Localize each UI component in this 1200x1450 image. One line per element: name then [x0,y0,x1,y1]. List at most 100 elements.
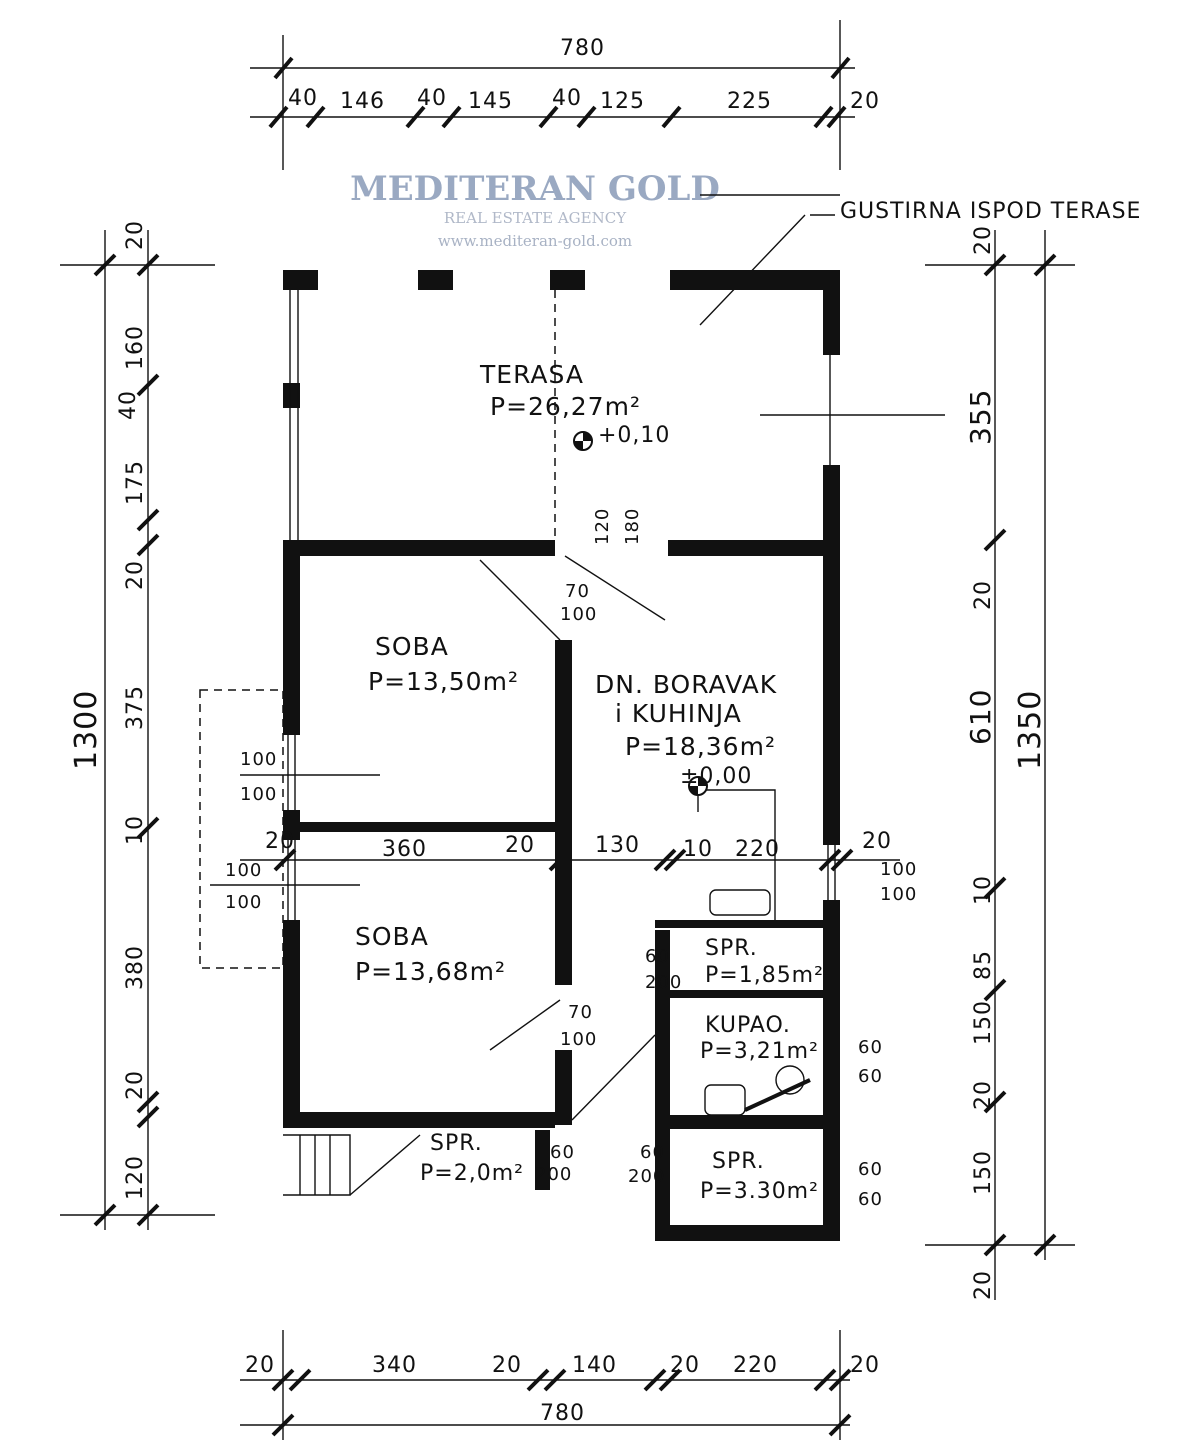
cistern-annotation: GUSTIRNA ISPOD TERASE [840,199,1141,224]
dim-bottom: 20 [492,1353,522,1378]
room1-name: SOBA [375,632,449,661]
door-height: 100 [560,1029,597,1050]
living-area: P=18,36m² [625,732,776,761]
dim-top: 40 [552,86,582,111]
dim-left-total: 1300 [69,690,104,770]
storage2-name: SPR. [430,1131,483,1156]
dim-bottom: 20 [245,1353,275,1378]
window-height: 100 [240,784,277,805]
dim-middle: 10 [683,837,713,862]
watermark-brand: MEDITERAN GOLD [350,169,720,209]
storage1-area: P=1,85m² [705,963,824,988]
terrace-name: TERASA [479,360,584,389]
storage3-area: P=3.30m² [700,1179,819,1204]
dim-left: 20 [123,1070,148,1100]
door-width: 120 [592,508,613,545]
window-height: 100 [880,884,917,905]
dim-right-total: 1350 [1013,690,1048,770]
window-width: 60 [858,1159,883,1180]
window-height: 60 [858,1066,883,1087]
dim-top: 40 [288,86,318,111]
door-height: 180 [622,508,643,545]
dim-right: 85 [971,950,996,980]
storage2-area: P=2,0m² [420,1161,524,1186]
dim-bottom: 20 [670,1353,700,1378]
dim-right: 610 [964,689,997,745]
dim-left: 160 [123,325,148,370]
dim-right: 355 [964,389,997,445]
door-width: 60 [640,1142,665,1163]
dim-middle: 130 [595,833,640,858]
dim-middle: 20 [862,829,892,854]
door-width: 60 [550,1142,575,1163]
level-marker-living [688,776,708,812]
dim-left: 120 [123,1155,148,1200]
window-width: 60 [858,1037,883,1058]
door-width: 70 [568,1002,593,1023]
dim-left: 40 [116,390,141,420]
door-height: 200 [628,1166,665,1187]
window-height: 60 [858,1189,883,1210]
bathroom-area: P=3,21m² [700,1039,819,1064]
dim-top: 146 [340,89,385,114]
terrace-level: +0,10 [598,423,670,448]
dim-right: 20 [971,1270,996,1300]
dim-top: 40 [417,86,447,111]
dim-right: 150 [971,1000,996,1045]
dim-bottom: 340 [372,1353,417,1378]
dim-top: 20 [850,89,880,114]
watermark-url: www.mediteran-gold.com [438,232,632,250]
dim-top: 145 [468,89,513,114]
dim-bottom-total: 780 [540,1401,585,1426]
storage3-name: SPR. [712,1149,765,1174]
dim-left: 20 [123,560,148,590]
watermark-logo: MEDITERAN GOLD REAL ESTATE AGENCY www.me… [350,169,720,250]
terrace-area: P=26,27m² [490,392,641,421]
dim-right: 20 [971,580,996,610]
dim-middle: 20 [265,829,295,854]
thin-lines [199,290,945,1196]
dimension-lines [60,20,1075,1440]
dim-top-total: 780 [560,36,605,61]
room2-area: P=13,68m² [355,957,506,986]
dim-middle: 360 [382,837,427,862]
dim-left: 175 [123,460,148,505]
room-labels: TERASA P=26,27m² +0,10 SOBA P=13,50m² SO… [355,360,824,1204]
dim-bottom: 140 [572,1353,617,1378]
door-height: 100 [560,604,597,625]
living-name: DN. BORAVAK [595,670,777,699]
dimension-labels: 780 40 146 40 145 40 125 225 20 20 360 2… [69,36,1048,1426]
dim-left: 380 [123,945,148,990]
dim-middle: 220 [735,837,780,862]
door-height: 200 [645,972,682,993]
dim-left: 375 [123,685,148,730]
window-width: 100 [880,859,917,880]
room1-area: P=13,50m² [368,667,519,696]
watermark-tagline: REAL ESTATE AGENCY [444,209,627,227]
dim-left: 20 [123,220,148,250]
living-name2: i KUHINJA [615,699,742,728]
door-height: 200 [535,1164,572,1185]
dim-right: 150 [971,1150,996,1195]
dim-top: 225 [727,89,772,114]
door-width: 70 [565,581,590,602]
door-width: 60 [645,946,670,967]
opening-labels: 100 100 100 100 100 100 60 60 60 60 70 1… [225,508,917,1210]
dim-right: 20 [971,225,996,255]
window-height: 100 [225,892,262,913]
window-width: 100 [225,860,262,881]
dim-bottom: 20 [850,1353,880,1378]
level-marker-terrace [573,431,593,451]
dim-middle: 20 [505,833,535,858]
dim-right: 10 [971,875,996,905]
dim-right: 20 [971,1080,996,1110]
dim-top: 125 [600,89,645,114]
storage1-name: SPR. [705,936,758,961]
bathroom-name: KUPAO. [705,1013,791,1038]
dim-left: 10 [123,815,148,845]
room2-name: SOBA [355,922,429,951]
living-level: ±0,00 [680,764,752,789]
window-width: 100 [240,749,277,770]
walls [283,270,840,1241]
